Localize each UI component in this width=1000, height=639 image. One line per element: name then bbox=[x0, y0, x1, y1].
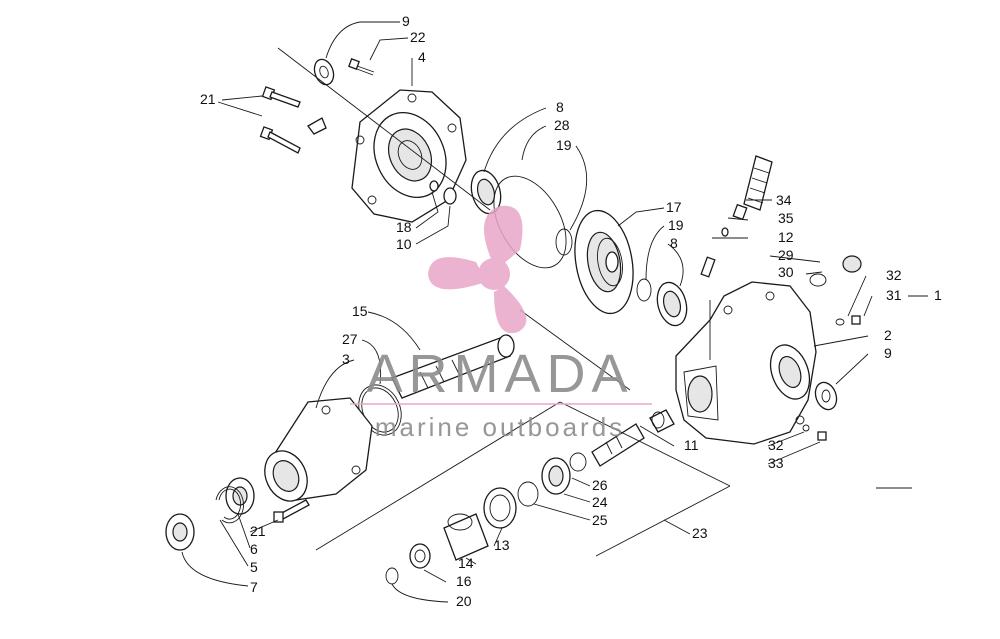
part-18-10-small-parts bbox=[429, 180, 457, 205]
leader-lines bbox=[181, 21, 928, 603]
part-34-bellows-boot bbox=[732, 155, 773, 221]
part-15-pinion-shaft bbox=[391, 334, 515, 399]
part-21-bolt-lower bbox=[273, 499, 310, 523]
callout-8-right: 8 bbox=[670, 235, 678, 251]
part-35-12-fitting bbox=[700, 227, 729, 278]
callout-33: 33 bbox=[768, 455, 784, 471]
callout-3: 3 bbox=[342, 351, 350, 367]
callout-10: 10 bbox=[396, 236, 412, 252]
callout-11: 11 bbox=[684, 437, 699, 453]
part-11-sleeve bbox=[649, 409, 675, 433]
callout-22: 22 bbox=[410, 29, 426, 45]
assembly-23-outline bbox=[315, 309, 912, 557]
part-13-clutch-ring bbox=[483, 487, 517, 529]
callout-6: 6 bbox=[250, 541, 258, 557]
watermark-brand: ARMADA bbox=[366, 344, 633, 404]
callout-28: 28 bbox=[554, 117, 570, 133]
callout-34: 34 bbox=[776, 192, 792, 208]
callout-16: 16 bbox=[456, 573, 472, 589]
part-24-25-collar bbox=[517, 457, 571, 507]
part-16-nut bbox=[409, 543, 431, 569]
part-14-sleeve bbox=[443, 513, 489, 561]
part-31-32-screw bbox=[835, 315, 861, 326]
part-19-ring-upper bbox=[555, 228, 573, 256]
callout-17: 17 bbox=[666, 199, 682, 215]
callout-32-right: 32 bbox=[886, 267, 902, 283]
axis-lines bbox=[217, 47, 491, 211]
propeller-logo bbox=[428, 205, 527, 334]
part-8-bearing-upper bbox=[470, 169, 502, 215]
part-32-33-screw-lower bbox=[802, 424, 827, 441]
callout-25: 25 bbox=[592, 512, 608, 528]
part-22-bolt bbox=[348, 58, 375, 76]
callout-19-right: 19 bbox=[668, 217, 684, 233]
callout-21-lower: 21 bbox=[250, 523, 266, 539]
part-9-washer-top bbox=[313, 58, 335, 86]
callout-32-lower: 32 bbox=[768, 437, 784, 453]
callout-23: 23 bbox=[692, 525, 708, 541]
callout-18: 18 bbox=[396, 219, 412, 235]
callout-labels: 9 22 4 21 8 28 19 18 10 17 19 8 34 35 12… bbox=[200, 13, 942, 609]
part-21-bolts-upper bbox=[259, 86, 301, 154]
callout-35: 35 bbox=[778, 210, 794, 226]
callout-2: 2 bbox=[884, 327, 892, 343]
callout-9-right: 9 bbox=[884, 345, 892, 361]
callout-21-top: 21 bbox=[200, 91, 216, 107]
part-1-gear-case bbox=[675, 281, 817, 445]
part-26-shaft-spring bbox=[569, 423, 645, 472]
part-5-snap-ring bbox=[215, 486, 244, 524]
part-17-ring-gear bbox=[574, 209, 634, 315]
callout-24: 24 bbox=[592, 494, 608, 510]
callout-20: 20 bbox=[456, 593, 472, 609]
part-19-8-bearing-right bbox=[636, 278, 688, 327]
callout-4: 4 bbox=[418, 49, 426, 65]
callout-12: 12 bbox=[778, 229, 794, 245]
callout-8-top: 8 bbox=[556, 99, 564, 115]
callout-26: 26 bbox=[592, 477, 608, 493]
callout-1: 1 bbox=[934, 287, 942, 303]
callout-30: 30 bbox=[778, 264, 794, 280]
part-7-seal bbox=[165, 513, 195, 551]
parts-layer bbox=[165, 47, 912, 585]
callout-29: 29 bbox=[778, 247, 794, 263]
callout-19-top: 19 bbox=[556, 137, 572, 153]
part-29-30-plug bbox=[809, 255, 862, 287]
callout-13: 13 bbox=[494, 537, 510, 553]
callout-9-top: 9 bbox=[402, 13, 410, 29]
callout-27: 27 bbox=[342, 331, 358, 347]
callout-5: 5 bbox=[250, 559, 258, 575]
armada-watermark: ARMADA marine outboards bbox=[350, 205, 652, 442]
callout-14: 14 bbox=[458, 555, 474, 571]
callout-31: 31 bbox=[886, 287, 902, 303]
callout-7: 7 bbox=[250, 579, 258, 595]
part-9-washer-right bbox=[814, 381, 838, 411]
watermark-tagline: marine outboards bbox=[375, 412, 625, 442]
part-3-input-housing bbox=[264, 397, 373, 502]
part-20-ring bbox=[385, 567, 399, 585]
callout-15: 15 bbox=[352, 303, 368, 319]
part-4-housing-cover bbox=[307, 89, 467, 223]
